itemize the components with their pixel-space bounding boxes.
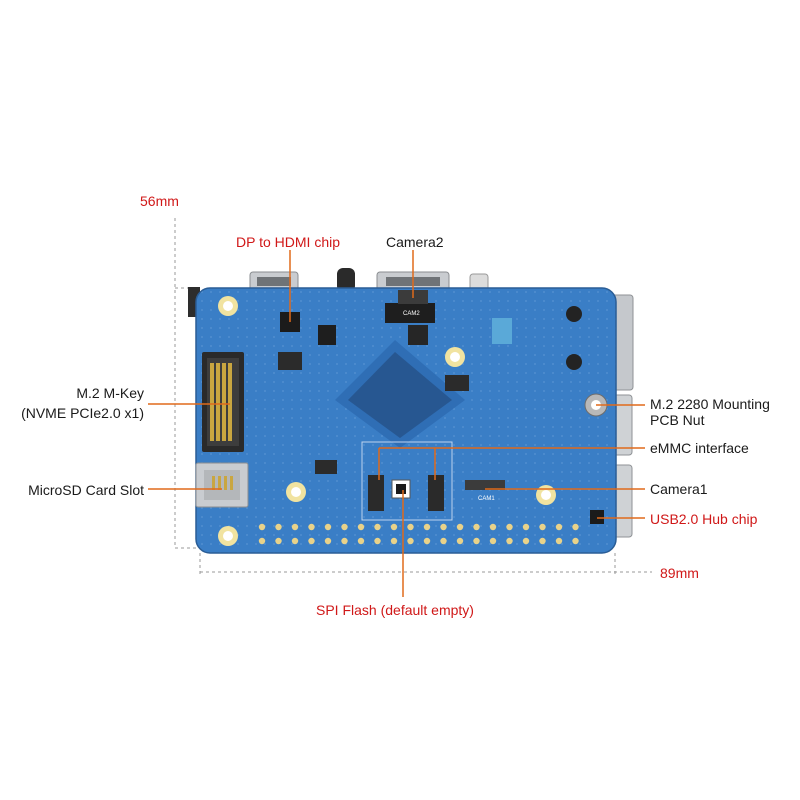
spi-flash-label: SPI Flash (default empty) [316,602,474,618]
gpio-pin [324,523,332,531]
gpio-pin [258,523,266,531]
gpio-pin [473,523,480,531]
gpio-pin [275,523,282,531]
gpio-pin [506,537,513,545]
gpio-pin [572,523,579,531]
gpio-pin [291,523,299,531]
gpio-pin [555,523,563,531]
gpio-pin [522,537,530,545]
gpio-pin [440,523,447,531]
gpio-pin [555,537,563,545]
m2-nut-label-line2: PCB Nut [650,412,705,428]
gpio-pin [506,523,513,531]
chips [278,303,604,524]
gpio-pin [357,537,365,545]
gpio-pin [407,523,414,531]
gpio-pin [341,537,348,545]
microsd-label: MicroSD Card Slot [28,482,144,498]
microsd-slot [195,462,249,508]
gpio-pin [407,537,414,545]
gpio-pin [341,523,348,531]
soc-area [335,340,465,448]
callout-lines [148,250,645,597]
gpio-header [258,523,579,545]
camera1-label: Camera1 [650,481,708,497]
emmc-label: eMMC interface [650,440,749,456]
gpio-pin [423,523,431,531]
gpio-pin [456,523,464,531]
gpio-pin [489,537,497,545]
emmc-spi-area [361,441,453,521]
usb-hub-chip-label: USB2.0 Hub chip [650,511,758,527]
width-dimension-label: 89mm [660,565,699,581]
gpio-pin [539,537,546,545]
svg-text:CAM1: CAM1 [478,496,495,502]
gpio-pin [275,537,282,545]
mounting-holes [218,296,556,546]
gpio-pin [308,537,315,545]
cam1-connector: CAM1 [465,480,505,502]
camera2-label: Camera2 [386,234,444,250]
gpio-pin [440,537,447,545]
gpio-pin [390,523,398,531]
svg-text:CAM2: CAM2 [403,311,420,317]
gpio-pin [572,537,579,545]
gpio-pin [324,537,332,545]
gpio-pin [357,523,365,531]
gpio-pin [374,523,381,531]
gpio-pin [258,537,266,545]
dp-hdmi-chip-label: DP to HDMI chip [236,234,340,250]
gpio-pin [308,523,315,531]
gpio-pin [522,523,530,531]
gpio-pin [374,537,381,545]
gpio-pin [390,537,398,545]
m2-key-label-line2: (NVME PCIe2.0 x1) [21,405,144,421]
m2-nut-label-line1: M.2 2280 Mounting [650,396,770,412]
height-dimension-label: 56mm [140,193,179,209]
gpio-pin [489,523,497,531]
gpio-pin [539,523,546,531]
gpio-pin [291,537,299,545]
m2-key-label-line1: M.2 M-Key [76,385,144,401]
m2-slot [202,352,244,452]
gpio-pin [423,537,431,545]
gpio-pin [456,537,464,545]
gpio-pin [473,537,480,545]
